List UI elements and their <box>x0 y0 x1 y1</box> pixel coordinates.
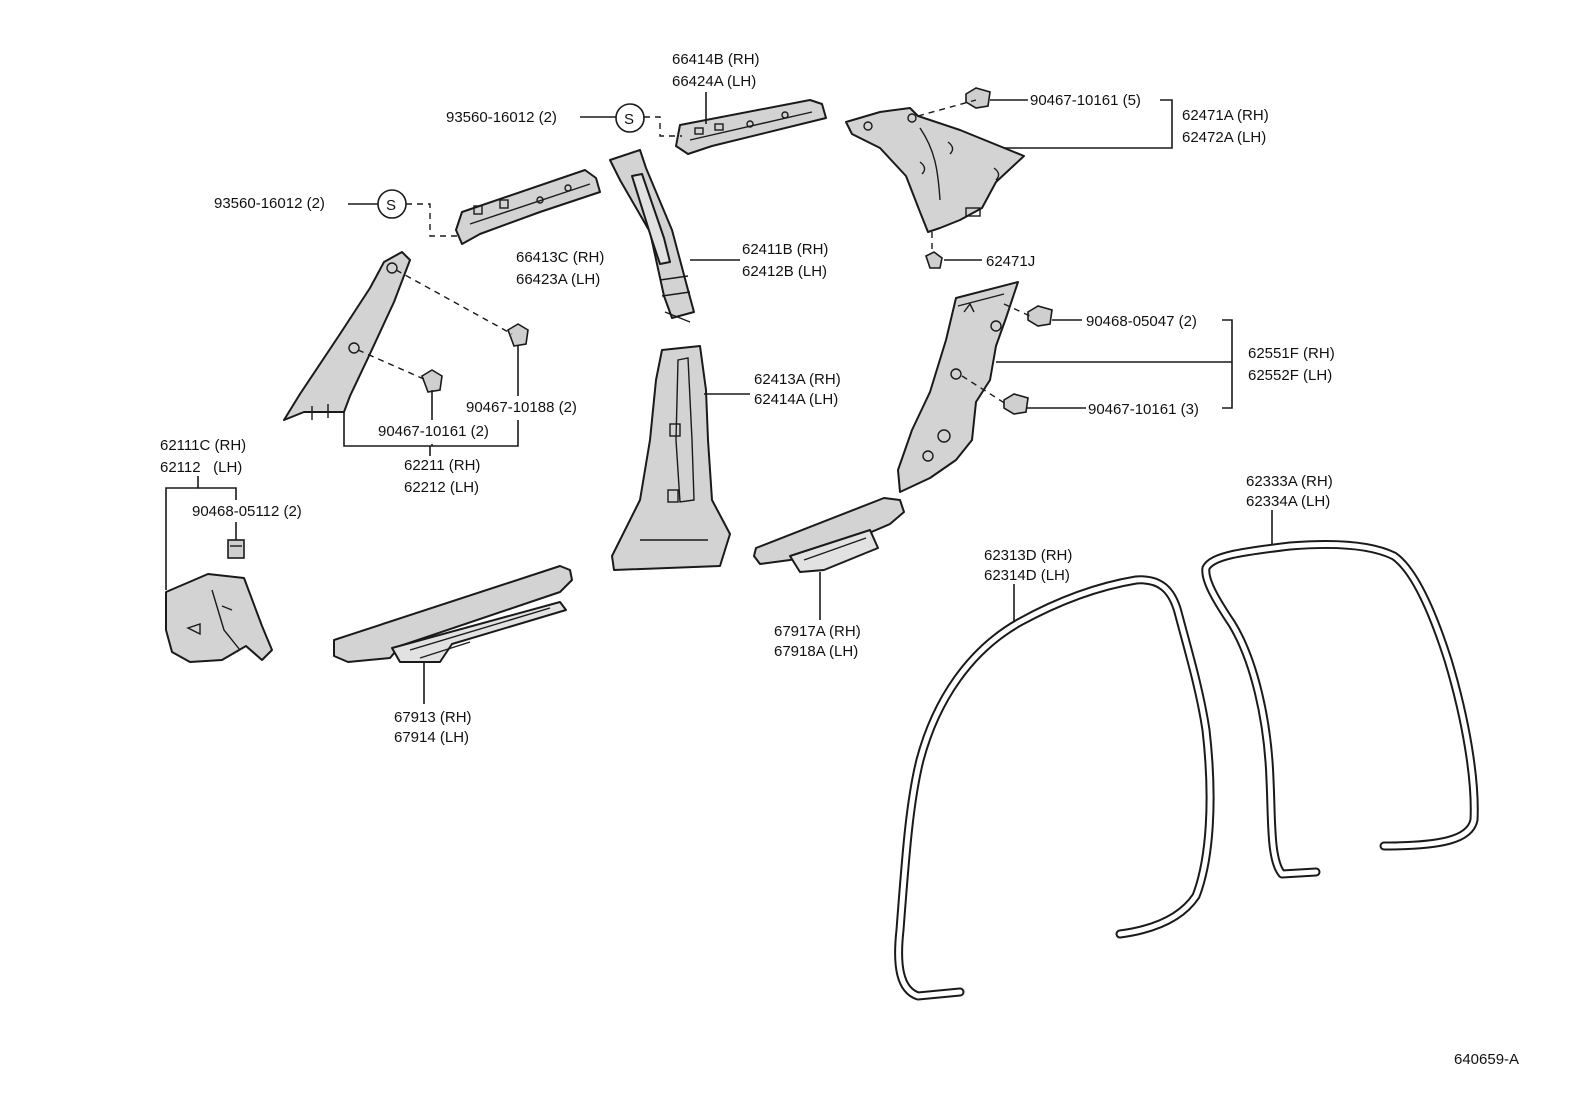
leader-lines <box>165 92 1273 704</box>
label-90467-5: 90467-10161 (5) <box>1030 92 1141 109</box>
label-67913-rh: 67913 (RH) <box>394 709 472 726</box>
label-93560-left: 93560-16012 (2) <box>214 195 325 212</box>
label-62411-rh: 62411B (RH) <box>742 241 828 258</box>
label-62211-rh: 62211 (RH) <box>404 457 480 474</box>
label-66413-lh: 66423A (LH) <box>516 271 600 288</box>
clip-90468-05112 <box>227 539 245 559</box>
label-62111-lh: 62112 (LH) <box>160 459 242 476</box>
s-symbol-group <box>377 103 645 219</box>
label-67917-lh: 67918A (LH) <box>774 643 858 660</box>
label-62411-lh: 62412B (LH) <box>742 263 827 280</box>
label-66414-lh: 66424A (LH) <box>672 73 756 90</box>
clip-group <box>421 87 1053 415</box>
label-90467-10188: 90467-10188 (2) <box>466 399 577 416</box>
label-90467-10161-2: 90467-10161 (2) <box>378 423 489 440</box>
roof-rail-garnish-front <box>675 99 827 155</box>
front-scuff-plate <box>333 565 573 663</box>
label-66413-rh: 66413C (RH) <box>516 249 604 266</box>
s-symbol-top: S <box>624 111 634 128</box>
label-62471-rh: 62471A (RH) <box>1182 107 1269 124</box>
roof-rail-garnish-rear <box>455 169 601 245</box>
label-62313-rh: 62313D (RH) <box>984 547 1072 564</box>
label-62111-rh: 62111C (RH) <box>160 437 246 454</box>
label-62551-rh: 62551F (RH) <box>1248 345 1335 362</box>
label-66414-rh: 66414B (RH) <box>672 51 760 68</box>
label-90468-05112: 90468-05112 (2) <box>192 503 302 520</box>
rear-scuff-plate <box>753 497 905 573</box>
s-symbol-left: S <box>386 197 396 214</box>
label-62211-lh: 62212 (LH) <box>404 479 479 496</box>
label-62413-lh: 62414A (LH) <box>754 391 838 408</box>
label-90467-3: 90467-10161 (3) <box>1088 401 1199 418</box>
part-labels: 66414B (RH) 66424A (LH) 93560-16012 (2) … <box>160 51 1519 1068</box>
label-67913-lh: 67914 (LH) <box>394 729 469 746</box>
center-pillar-upper-garnish <box>609 149 695 323</box>
rear-pillar-lower-garnish <box>897 281 1019 493</box>
label-62313-lh: 62314D (LH) <box>984 567 1070 584</box>
label-90468-05047: 90468-05047 (2) <box>1086 313 1197 330</box>
cowl-side-trim <box>165 573 273 663</box>
label-93560-top: 93560-16012 (2) <box>446 109 557 126</box>
rear-pillar-garnish <box>845 107 1025 233</box>
label-62413-rh: 62413A (RH) <box>754 371 841 388</box>
center-pillar-lower-garnish <box>611 345 731 571</box>
label-62551-lh: 62552F (LH) <box>1248 367 1332 384</box>
label-67917-rh: 67917A (RH) <box>774 623 861 640</box>
label-62333-rh: 62333A (RH) <box>1246 473 1333 490</box>
label-62333-lh: 62334A (LH) <box>1246 493 1330 510</box>
front-pillar-garnish <box>283 251 411 421</box>
weatherstrip-front <box>894 575 1215 1001</box>
label-62471j: 62471J <box>986 253 1035 270</box>
weatherstrip-rear <box>1201 539 1479 879</box>
label-62471-lh: 62472A (LH) <box>1182 129 1266 146</box>
diagram-code: 640659-A <box>1454 1051 1519 1068</box>
